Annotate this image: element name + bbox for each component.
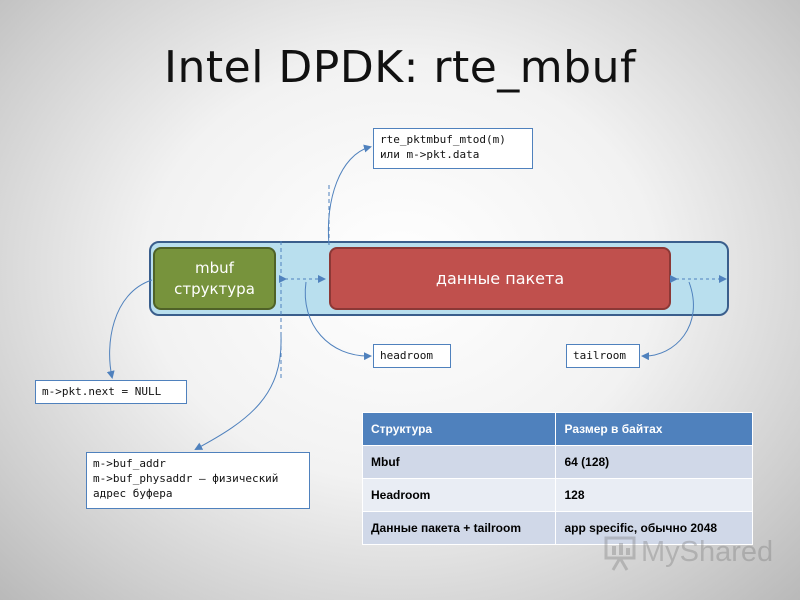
mtod-connector	[327, 144, 372, 246]
buf-addr-callout: m->buf_addr m->buf_physaddr – физический…	[86, 452, 310, 509]
tailroom-connector	[641, 281, 694, 361]
mbuf-label-line2: структура	[174, 279, 255, 298]
buf-addr-line2: m->buf_physaddr – физический	[93, 472, 279, 485]
mtod-callout: rte_pktmbuf_mtod(m) или m->pkt.data	[373, 128, 533, 169]
packet-data-box: данные пакета	[329, 247, 671, 310]
tailroom-label: tailroom	[573, 349, 626, 362]
watermark-text: MyShared	[641, 536, 774, 568]
next-callout: m->pkt.next = NULL	[35, 380, 187, 404]
presentation-board-icon	[604, 536, 636, 571]
table-cell: 64 (128)	[555, 445, 753, 479]
headroom-callout: headroom	[373, 344, 451, 368]
buf-addr-line3: адрес буфера	[93, 487, 173, 500]
mbuf-label-line1: mbuf	[195, 258, 234, 277]
next-label: m->pkt.next = NULL	[42, 385, 162, 398]
size-table: Структура Размер в байтах Mbuf 64 (128) …	[361, 412, 753, 545]
table-cell: app specific, обычно 2048	[555, 511, 753, 545]
mbuf-struct-box: mbuf структура	[153, 247, 276, 310]
table-cell: Данные пакета + tailroom	[361, 511, 557, 545]
next-connector	[106, 279, 153, 379]
table-header-cell: Размер в байтах	[555, 412, 753, 446]
mtod-callout-line2: или m->pkt.data	[380, 148, 480, 161]
table-row: Mbuf 64 (128)	[361, 445, 753, 479]
watermark-logo: MyShared	[603, 534, 773, 574]
buf-addr-connector	[194, 335, 282, 450]
mtod-callout-line1: rte_pktmbuf_mtod(m)	[380, 133, 506, 146]
headroom-label: headroom	[380, 349, 433, 362]
headroom-connector	[304, 281, 372, 361]
table-cell: 128	[555, 478, 753, 512]
buf-addr-line1: m->buf_addr	[93, 457, 166, 470]
table-row: Headroom 128	[361, 478, 753, 512]
tailroom-callout: tailroom	[566, 344, 640, 368]
table-cell: Mbuf	[361, 445, 557, 479]
slide-title: Intel DPDK: rte_mbuf	[164, 42, 636, 93]
packet-data-label: данные пакета	[435, 269, 565, 288]
table-header-cell: Структура	[361, 412, 557, 446]
table-cell: Headroom	[361, 478, 557, 512]
table-header-row: Структура Размер в байтах	[361, 412, 753, 446]
table-row: Данные пакета + tailroom app specific, о…	[361, 511, 753, 545]
